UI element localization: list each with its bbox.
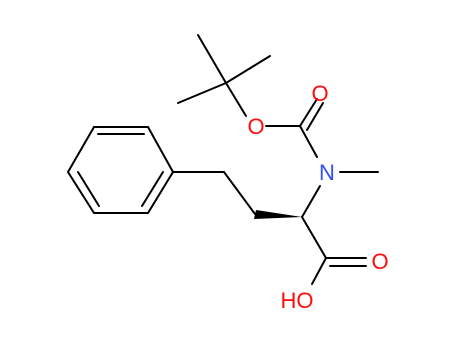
atom-o-carbonyl: O	[311, 81, 328, 106]
phenyl-inner-3	[77, 171, 100, 207]
bond-alphac-acidc	[301, 216, 327, 259]
phenyl-ring	[66, 126, 175, 214]
atom-o-acid-carbonyl: O	[371, 249, 388, 274]
atom-oh: HO	[281, 288, 314, 313]
bond-tbu-c1	[177, 82, 227, 104]
atom-n: N	[319, 160, 335, 185]
bond-tbu-c2	[197, 34, 227, 84]
phenyl-inner-2	[141, 171, 164, 207]
bond-carbonylc-n	[299, 125, 318, 158]
bond-ch2-ch2	[223, 171, 256, 215]
bond-co-double-1	[299, 98, 318, 127]
bond-tbu-c3	[225, 55, 271, 84]
bond-co-double-2	[306, 102, 324, 131]
bond-n-alphac	[301, 185, 321, 218]
wedge-bond	[254, 210, 302, 219]
bond-tbu-o	[225, 82, 247, 117]
bond-acidc-oh	[311, 257, 327, 285]
atom-o-ester: O	[247, 114, 264, 139]
